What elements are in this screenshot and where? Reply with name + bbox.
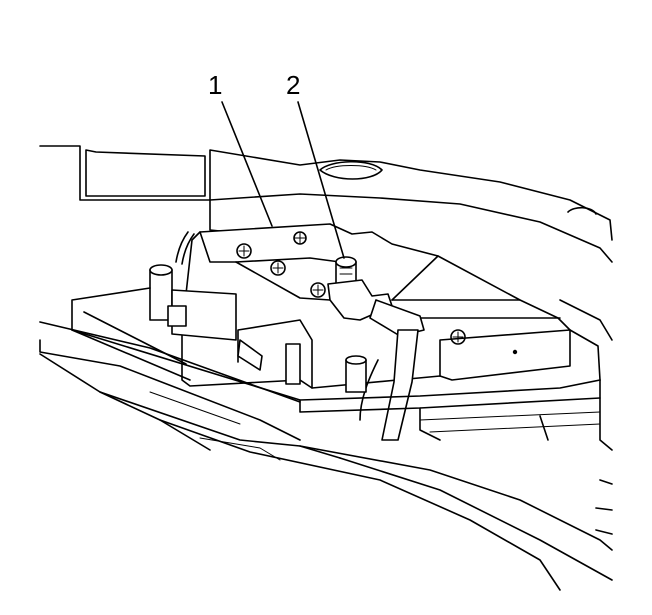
callout-label-2: 2	[286, 70, 301, 100]
positive-cable-terminal	[327, 256, 425, 441]
battery-tray	[71, 287, 613, 451]
callout-label-1: 1	[208, 70, 223, 100]
leader-line-1	[221, 101, 273, 227]
lower-body-panel	[39, 321, 613, 591]
upper-body-panel	[39, 145, 613, 263]
leader-line-2	[297, 101, 345, 259]
left-hold-down	[149, 231, 301, 385]
